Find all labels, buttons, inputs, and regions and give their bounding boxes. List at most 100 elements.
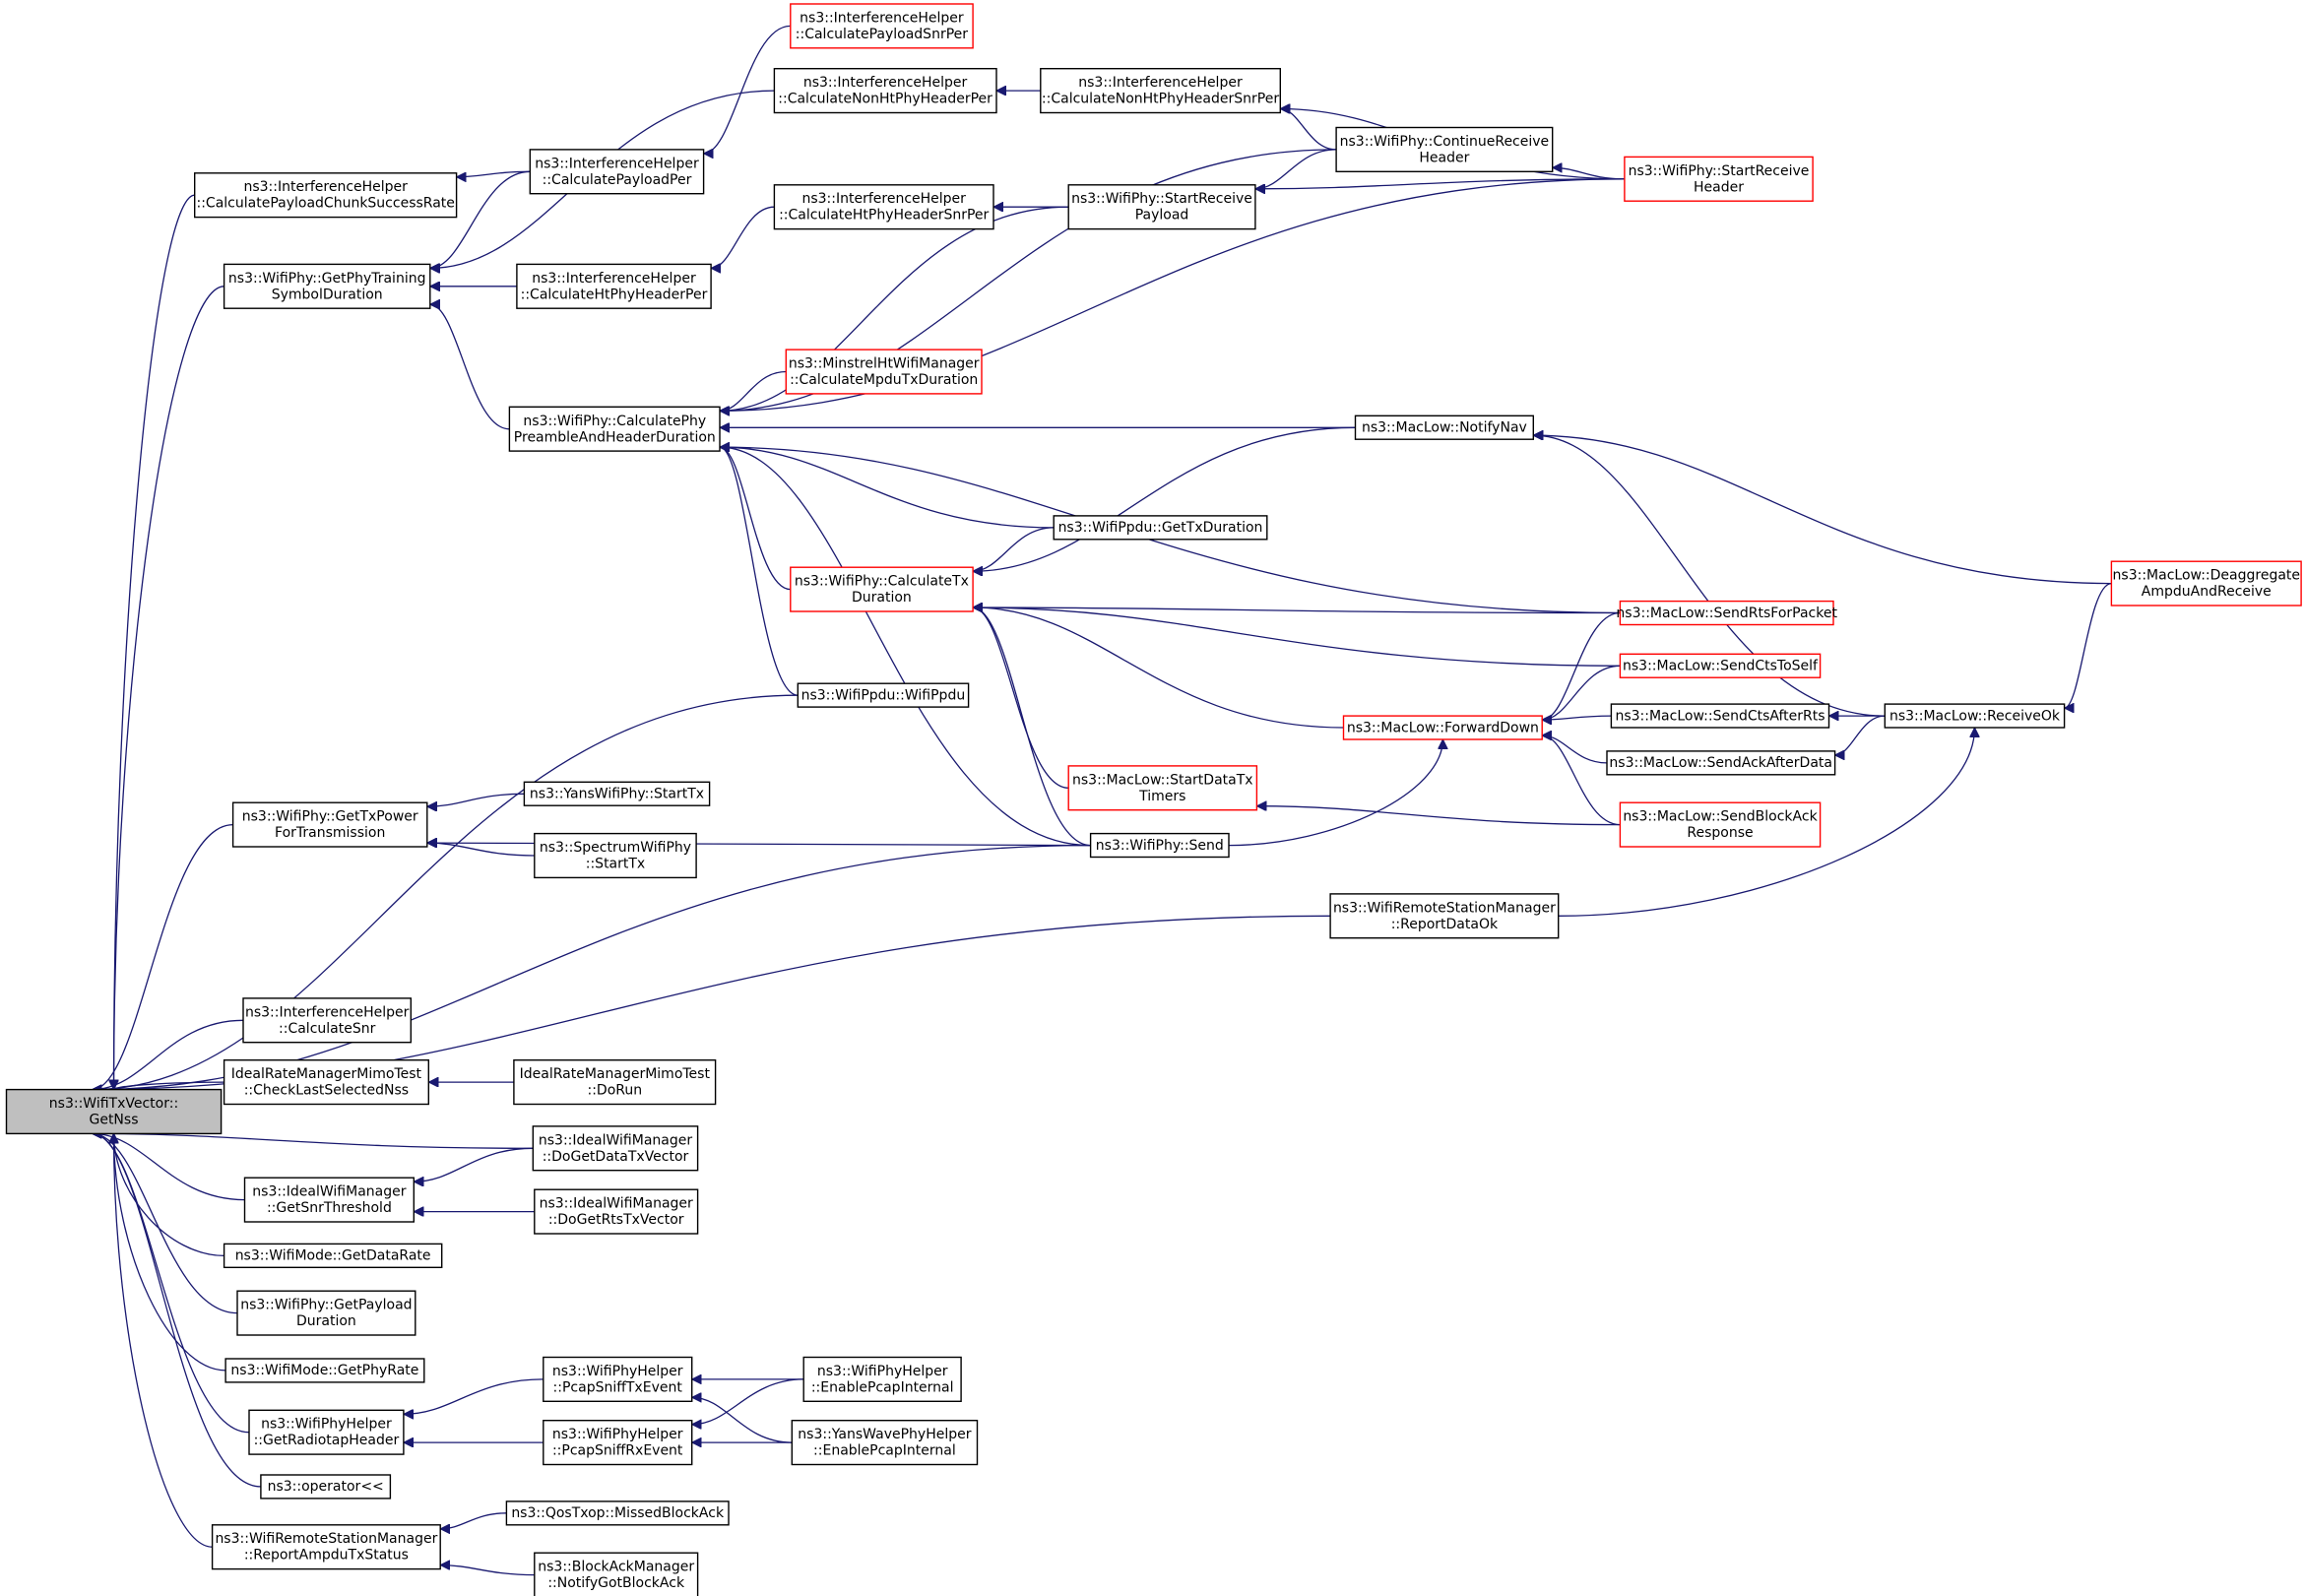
graph-node-calc-ht-per[interactable]: ns3::InterferenceHelper::CalculateHtPhyH… <box>516 263 712 309</box>
node-label-line: ns3::InterferenceHelper <box>800 10 964 26</box>
edge-arrow <box>972 607 1069 789</box>
graph-node-yans-start-tx[interactable]: ns3::YansWifiPhy::StartTx <box>523 781 711 806</box>
graph-node-pcap-rx[interactable]: ns3::WifiPhyHelper::PcapSniffRxEvent <box>543 1419 693 1466</box>
edge-arrow <box>2064 582 2112 709</box>
node-label-line: Header <box>1694 179 1744 195</box>
graph-node-calc-preamble[interactable]: ns3::WifiPhy::CalculatePhyPreambleAndHea… <box>508 406 721 452</box>
graph-node-send-cts-self[interactable]: ns3::MacLow::SendCtsToSelf <box>1619 653 1822 678</box>
graph-node-missed-block-ack[interactable]: ns3::QosTxop::MissedBlockAck <box>505 1500 730 1526</box>
node-box <box>1053 515 1268 541</box>
call-edge <box>429 304 510 430</box>
call-edge <box>427 793 525 806</box>
graph-node-calc-payload-chunk[interactable]: ns3::InterferenceHelper::CalculatePayloa… <box>193 172 458 219</box>
graph-node-enable-pcap-wifi[interactable]: ns3::WifiPhyHelper::EnablePcapInternal <box>802 1356 962 1402</box>
node-box <box>508 406 721 452</box>
node-label-line: ns3::MacLow::ReceiveOk <box>1889 708 2061 724</box>
node-box <box>1335 126 1554 172</box>
graph-node-report-data-ok[interactable]: ns3::WifiRemoteStationManager::ReportDat… <box>1329 893 1560 939</box>
graph-node-send-cts-after-rts[interactable]: ns3::MacLow::SendCtsAfterRts <box>1610 703 1830 729</box>
graph-node-get-radiotap[interactable]: ns3::WifiPhyHelper::GetRadiotapHeader <box>248 1409 405 1455</box>
node-label-line: ns3::MacLow::SendRtsForPacket <box>1616 606 1837 621</box>
graph-node-calc-non-ht-per[interactable]: ns3::InterferenceHelper::CalculateNonHtP… <box>773 67 997 114</box>
edge-arrow <box>1542 665 1621 720</box>
graph-node-get-phy-training[interactable]: ns3::WifiPhy::GetPhyTrainingSymbolDurati… <box>223 263 431 309</box>
node-label-line: GetNss <box>89 1113 138 1128</box>
graph-node-forward-down[interactable]: ns3::MacLow::ForwardDown <box>1342 715 1543 740</box>
graph-node-send-rts[interactable]: ns3::MacLow::SendRtsForPacket <box>1616 600 1837 626</box>
node-label-line: ns3::WifiPpdu::GetTxDuration <box>1058 520 1263 536</box>
node-box <box>236 1290 416 1336</box>
graph-node-calc-ht-snr-per[interactable]: ns3::InterferenceHelper::CalculateHtPhyH… <box>773 184 994 230</box>
node-label-line: ns3::MacLow::ForwardDown <box>1347 720 1539 735</box>
call-edge <box>114 1082 224 1091</box>
call-edge <box>1533 435 2112 585</box>
node-label-line: Duration <box>852 590 912 606</box>
graph-node-calc-payload-snr-per[interactable]: ns3::InterferenceHelper::CalculatePayloa… <box>790 3 974 49</box>
node-label-line: ns3::MacLow::SendCtsToSelf <box>1623 659 1819 674</box>
graph-node-calc-non-ht-snr-per[interactable]: ns3::InterferenceHelper::CalculateNonHtP… <box>1040 67 1282 114</box>
edge-layer <box>93 25 2112 1576</box>
graph-node-check-last-nss[interactable]: IdealRateManagerMimoTest::CheckLastSelec… <box>223 1058 430 1106</box>
graph-node-receive-ok[interactable]: ns3::MacLow::ReceiveOk <box>1884 703 2066 729</box>
graph-node-wifi-phy-send[interactable]: ns3::WifiPhy::Send <box>1089 832 1230 859</box>
graph-node-operator-l-l[interactable]: ns3::operator<< <box>260 1474 392 1500</box>
graph-node-calc-snr[interactable]: ns3::InterferenceHelper::CalculateSnr <box>242 997 413 1044</box>
graph-node-do-get-data[interactable]: ns3::IdealWifiManager::DoGetDataTxVector <box>532 1125 699 1172</box>
graph-node-notify-got-block-ack[interactable]: ns3::BlockAckManager::NotifyGotBlockAck <box>534 1552 699 1596</box>
call-edge <box>93 694 799 1089</box>
edge-arrow <box>114 286 224 1090</box>
graph-node-ppdu-get-tx[interactable]: ns3::WifiPpdu::GetTxDuration <box>1053 515 1268 541</box>
graph-node-notify-nav[interactable]: ns3::MacLow::NotifyNav <box>1354 415 1535 440</box>
node-label-line: ::CheckLastSelectedNss <box>244 1083 409 1099</box>
graph-node-spectrum-start-tx[interactable]: ns3::SpectrumWifiPhy::StartTx <box>534 832 697 879</box>
graph-node-get-snr-thresh[interactable]: ns3::IdealWifiManager::GetSnrThreshold <box>243 1177 416 1223</box>
graph-node-get-data-rate[interactable]: ns3::WifiMode::GetDataRate <box>223 1243 443 1269</box>
graph-node-report-ampdu[interactable]: ns3::WifiRemoteStationManager::ReportAmp… <box>211 1524 441 1570</box>
node-label-line: ns3::InterferenceHelper <box>535 156 699 171</box>
graph-node-do-run[interactable]: IdealRateManagerMimoTest::DoRun <box>513 1058 717 1106</box>
graph-node-send-ack-after[interactable]: ns3::MacLow::SendAckAfterData <box>1606 750 1836 776</box>
node-label-line: ForTransmission <box>275 825 385 841</box>
edge-arrow <box>720 447 1055 529</box>
graph-node-getnss[interactable]: ns3::WifiTxVector::GetNss <box>5 1088 223 1135</box>
graph-node-minstrel[interactable]: ns3::MinstrelHtWifiManager::CalculateMpd… <box>785 349 983 395</box>
call-edge <box>93 823 233 1090</box>
node-label-line: ns3::WifiMode::GetPhyRate <box>230 1363 418 1378</box>
node-box <box>1884 703 2066 729</box>
call-edge <box>719 447 791 591</box>
edge-arrow <box>720 447 1091 847</box>
edge-arrow <box>711 206 775 268</box>
node-box <box>2110 560 2302 606</box>
node-label-line: ns3::MinstrelHtWifiManager <box>789 356 980 372</box>
node-box <box>790 3 974 49</box>
call-edge <box>93 1133 261 1488</box>
call-edge <box>720 178 1625 411</box>
graph-node-get-phy-rate[interactable]: ns3::WifiMode::GetPhyRate <box>224 1358 425 1383</box>
graph-node-enable-pcap-yans[interactable]: ns3::YansWavePhyHelper::EnablePcapIntern… <box>791 1419 979 1466</box>
node-label-line: ::EnablePcapInternal <box>813 1443 956 1459</box>
edge-arrow <box>1533 435 2112 585</box>
node-label-line: ::GetRadiotapHeader <box>254 1433 400 1448</box>
edge-arrow <box>719 447 791 591</box>
call-edge <box>1228 739 1442 847</box>
node-label-line: ns3::WifiPpdu::WifiPpdu <box>801 687 966 703</box>
graph-node-do-get-rts[interactable]: ns3::IdealWifiManager::DoGetRtsTxVector <box>534 1188 699 1235</box>
node-label-line: ns3::BlockAckManager <box>538 1560 694 1575</box>
graph-node-calc-payload-per[interactable]: ns3::InterferenceHelper::CalculatePayloa… <box>529 149 705 195</box>
node-box <box>231 801 428 848</box>
edge-arrow <box>973 426 1356 571</box>
node-box <box>773 67 997 114</box>
edge-arrow <box>1255 149 1337 189</box>
graph-node-pcap-tx[interactable]: ns3::WifiPhyHelper::PcapSniffTxEvent <box>543 1356 693 1402</box>
graph-node-wifi-ppdu[interactable]: ns3::WifiPpdu::WifiPpdu <box>797 682 970 708</box>
call-edge <box>93 844 1091 1090</box>
